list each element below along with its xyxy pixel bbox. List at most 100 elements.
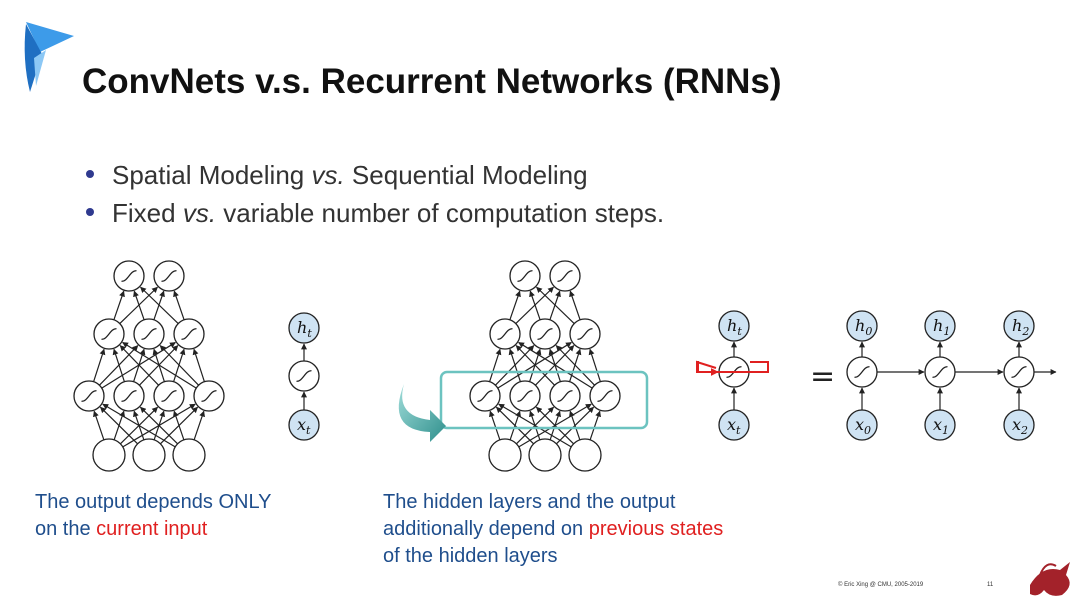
connection-arrow: [518, 341, 593, 389]
sigmoid-icon: [1011, 366, 1027, 378]
connection-arrow: [173, 410, 185, 441]
connection-arrow: [555, 345, 595, 386]
input-node: [172, 438, 206, 472]
connection-arrow: [588, 348, 601, 382]
red-recurrence-loop: [696, 360, 769, 376]
sigmoid-icon: [497, 328, 513, 340]
sigmoid-icon: [161, 270, 177, 282]
slide-title: ConvNets v.s. Recurrent Networks (RNNs): [82, 62, 782, 101]
sigmoid-icon: [81, 390, 97, 402]
sigmoid-icon: [201, 390, 217, 402]
input-node: [132, 438, 166, 472]
sigmoid-icon: [161, 390, 177, 402]
sigmoid-icon: [517, 270, 533, 282]
input-token-node: [718, 409, 750, 441]
network-edges: [93, 286, 1057, 448]
connection-arrow: [489, 348, 502, 382]
connection-arrow: [508, 348, 521, 382]
input-node: [92, 438, 126, 472]
bullet-emphasis: vs.: [311, 160, 345, 190]
bullet-item-spatial: Spatial Modeling vs. Sequential Modeling: [86, 160, 588, 191]
sigmoid-icon: [101, 328, 117, 340]
connection-arrow: [569, 290, 581, 321]
connection-arrow: [535, 406, 575, 445]
sigmoid-icon: [557, 390, 573, 402]
recurrent-layer-box: [439, 370, 649, 430]
connection-arrow: [498, 403, 572, 448]
connection-arrow: [509, 290, 521, 321]
bullet-item-fixed: Fixed vs. variable number of computation…: [86, 198, 664, 229]
sigmoid-icon: [121, 390, 137, 402]
sigmoid-icon: [597, 390, 613, 402]
connection-arrow: [569, 410, 581, 441]
sigmoid-icon: [557, 270, 573, 282]
sigmoid-icon: [932, 366, 948, 378]
caption-highlight: current input: [96, 518, 208, 540]
connection-arrow: [122, 341, 197, 389]
hidden-state-node: [718, 310, 750, 342]
sigmoid-icon: [854, 366, 870, 378]
hidden-state-node: [924, 310, 956, 342]
connection-arrow: [93, 410, 105, 441]
caption-line: The hidden layers and the output: [383, 491, 676, 513]
bullet-dot: [86, 208, 94, 217]
caption-text: additionally depend on: [383, 518, 589, 540]
sigmoid-icon: [121, 270, 137, 282]
connection-arrow: [515, 345, 555, 386]
connection-arrow: [119, 345, 159, 386]
bullet-text: Spatial Modeling: [112, 160, 312, 190]
connection-arrow: [159, 345, 199, 386]
bullet-dot: [86, 170, 94, 179]
caption-line: on the current input: [35, 516, 271, 543]
connection-arrow: [589, 410, 601, 441]
caption-highlight: previous states: [588, 518, 724, 540]
caption-rnn: The hidden layers and the output additio…: [383, 489, 723, 570]
connection-arrow: [529, 290, 541, 321]
sigmoid-icon: [141, 328, 157, 340]
connection-arrow: [193, 410, 205, 441]
input-node: [528, 438, 562, 472]
input-token-node: [846, 409, 878, 441]
recurrent-loop-arrow-icon: [398, 384, 446, 442]
connection-arrow: [495, 406, 535, 445]
red-dragon-icon: [1030, 562, 1070, 596]
sigmoid-icon: [181, 328, 197, 340]
connection-arrow: [113, 290, 125, 321]
connection-arrow: [112, 348, 125, 382]
sigmoid-icon: [477, 390, 493, 402]
hidden-state-node: [846, 310, 878, 342]
connection-arrow: [102, 403, 176, 448]
caption-line: additionally depend on previous states: [383, 516, 723, 543]
sigmoid-icon: [577, 328, 593, 340]
bullet-text: variable number of computation steps.: [216, 198, 665, 228]
connection-arrow: [192, 348, 205, 382]
connection-arrow: [536, 286, 575, 325]
blue-sail-logo-icon: [24, 22, 74, 92]
connection-arrow: [99, 406, 139, 445]
connection-arrow: [133, 290, 145, 321]
connection-arrow: [489, 410, 501, 441]
connection-arrow: [173, 290, 185, 321]
caption-convnet: The output depends ONLY on the current i…: [35, 489, 271, 543]
bullet-emphasis: vs.: [182, 198, 217, 228]
sigmoid-icon: [296, 370, 312, 382]
input-token-node: [1003, 409, 1035, 441]
input-node: [568, 438, 602, 472]
input-token-node: [288, 409, 320, 441]
footer-copyright: © Eric Xing @ CMU, 2005-2019: [838, 582, 924, 588]
input-node: [488, 438, 522, 472]
hidden-state-node: [288, 312, 320, 344]
connection-arrow: [93, 348, 106, 382]
hidden-state-node: [1003, 310, 1035, 342]
page-number: 11: [987, 582, 994, 588]
sigmoid-icon: [537, 328, 553, 340]
connection-arrow: [140, 286, 179, 325]
bullet-text: Sequential Modeling: [344, 160, 588, 190]
caption-line: of the hidden layers: [383, 545, 558, 567]
equals-sign: =: [810, 359, 835, 394]
connection-arrow: [139, 406, 179, 445]
caption-text: on the: [35, 518, 97, 540]
